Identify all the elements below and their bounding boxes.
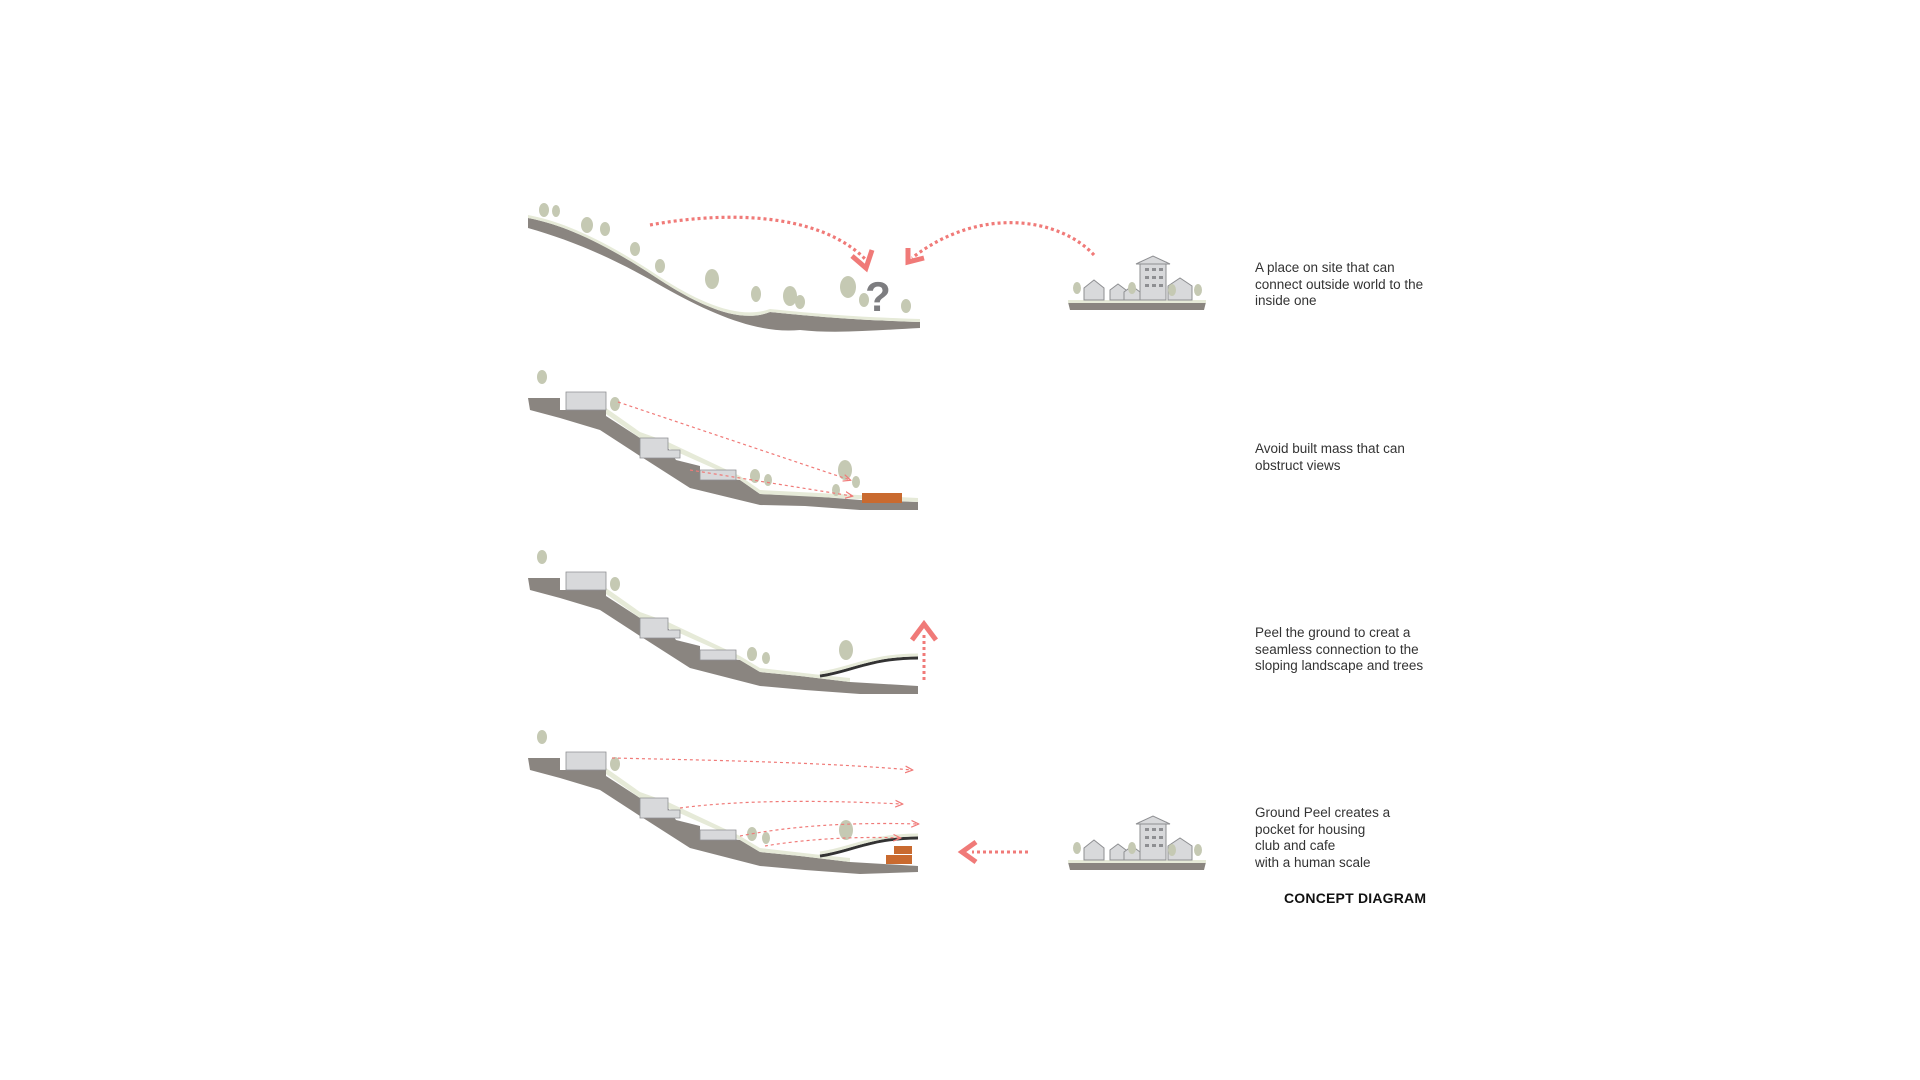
outside-town-2 (1068, 815, 1206, 870)
caption-line: inside one (1255, 293, 1317, 308)
section-4-view-line-4 (764, 837, 900, 847)
section-4-terrace-buildings (565, 751, 737, 841)
section-4-view-line-3 (739, 824, 918, 837)
step-3-caption: Peel the ground to creat a seamless conn… (1255, 625, 1515, 675)
section-3-trees (537, 550, 853, 664)
section-2-view-line-upper (617, 401, 850, 480)
step-4-caption: Ground Peel creates a pocket for housing… (1255, 805, 1515, 871)
diagram-title: CONCEPT DIAGRAM (1284, 890, 1427, 906)
section-4-trees (537, 730, 853, 844)
section-4-view-line-2 (679, 801, 902, 809)
section-3-peeled-ground (528, 550, 938, 694)
caption-line: club and cafe (1255, 838, 1336, 853)
caption-line: Avoid built mass that can (1255, 441, 1405, 456)
caption-line: connect outside world to the (1255, 276, 1424, 292)
arrowhead-town-to-pocket (957, 839, 978, 865)
section-4-peeled-grass (819, 833, 919, 855)
section-4-club-cafe-blocks (886, 846, 912, 864)
caption-line: Ground Peel creates a (1255, 805, 1391, 820)
section-4-peeled-roof (819, 836, 919, 858)
section-2-cafe-block (862, 493, 902, 503)
section-1-existing-slope: ? (528, 203, 1096, 332)
section-1-trees (539, 203, 911, 313)
step-1-caption: A place on site that can connect outside… (1255, 260, 1515, 310)
section-4-view-line-1 (611, 757, 912, 770)
caption-line: Peel the ground to creat a (1255, 625, 1411, 640)
section-3-terrace-buildings (565, 571, 737, 661)
arrow-right-to-site (911, 221, 1096, 260)
caption-line: A place on site that can (1255, 260, 1395, 275)
section-2-terrace-buildings (565, 391, 737, 481)
section-2-ground (528, 398, 918, 510)
caption-line: seamless connection to the (1255, 641, 1419, 657)
caption-line: with a human scale (1255, 854, 1371, 870)
outside-town-1 (1068, 255, 1206, 310)
section-3-up-arrowhead (910, 619, 938, 642)
section-3-ground (528, 578, 918, 694)
section-2-terraced-slope (528, 370, 918, 510)
caption-line: sloping landscape and trees (1255, 658, 1424, 673)
section-3-peeled-grass (819, 653, 919, 675)
step-2-caption: Avoid built mass that can obstruct views (1255, 441, 1515, 474)
section-4-ground-peel-pocket (528, 730, 1028, 874)
section-3-peeled-roof (819, 656, 919, 678)
question-mark: ? (865, 273, 891, 320)
arrow-left-to-site (649, 215, 870, 264)
section-4-ground (528, 758, 918, 874)
caption-line: obstruct views (1255, 457, 1341, 473)
arrowhead-left (850, 249, 875, 273)
caption-line: pocket for housing (1255, 821, 1366, 837)
arrowhead-right (905, 248, 925, 266)
